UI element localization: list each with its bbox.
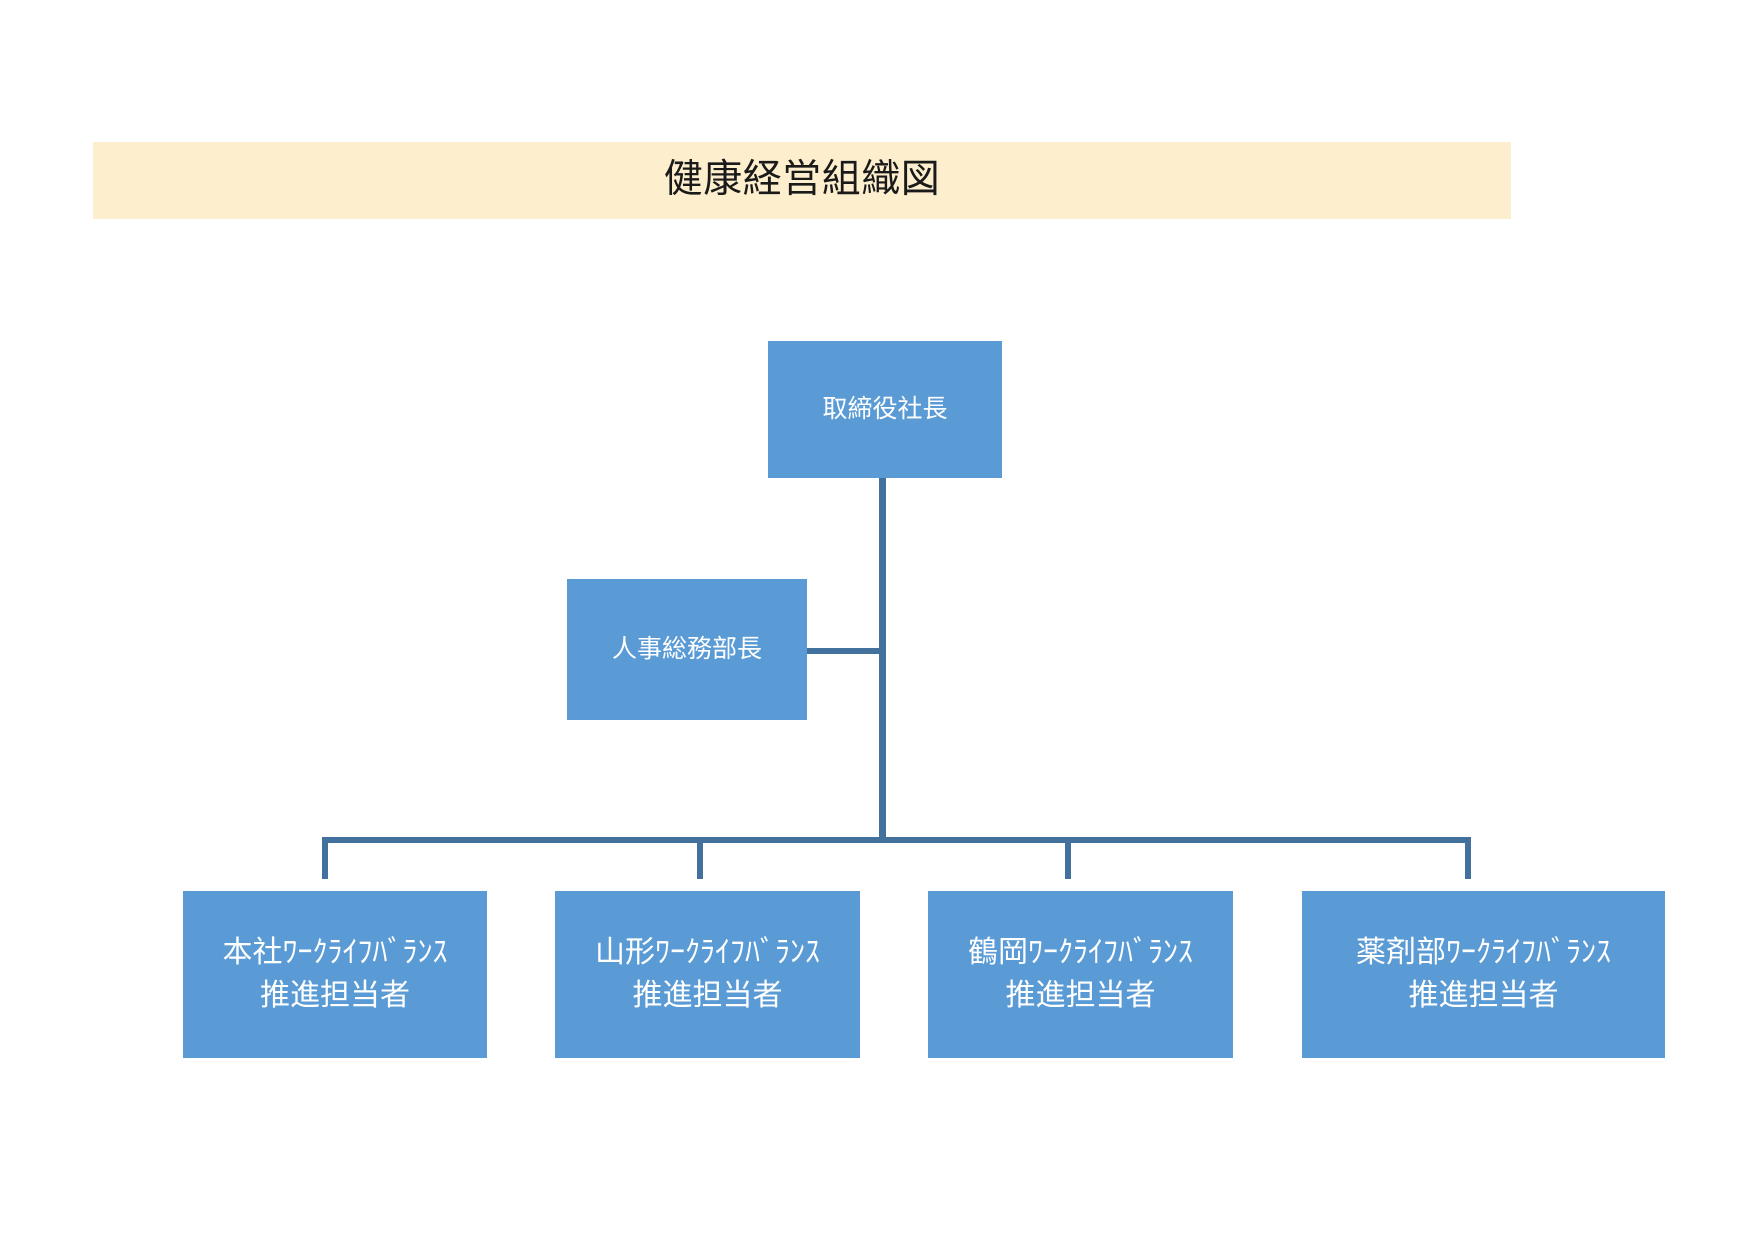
connector-drop-leaf-2: [1065, 837, 1071, 879]
org-node-yamagata-wlb: 山形ﾜｰｸﾗｲﾌﾊﾞﾗﾝｽ 推進担当者: [555, 891, 860, 1058]
connector-bus-horizontal: [322, 837, 1471, 843]
connector-drop-leaf-3: [1465, 837, 1471, 879]
connector-hr-stub-horizontal: [807, 648, 883, 654]
org-node-hr-manager-label: 人事総務部長: [611, 635, 762, 664]
org-node-tsuruoka-wlb: 鶴岡ﾜｰｸﾗｲﾌﾊﾞﾗﾝｽ 推進担当者: [928, 891, 1233, 1058]
connector-drop-leaf-1: [697, 837, 703, 879]
org-node-honsha-wlb: 本社ﾜｰｸﾗｲﾌﾊﾞﾗﾝｽ 推進担当者: [183, 891, 487, 1058]
org-node-president: 取締役社長: [768, 341, 1002, 478]
page-title: 健康経営組織図: [663, 158, 941, 202]
org-node-tsuruoka-wlb-label: 鶴岡ﾜｰｸﾗｲﾌﾊﾞﾗﾝｽ 推進担当者: [968, 935, 1193, 1012]
org-node-president-label: 取締役社長: [822, 395, 948, 424]
org-node-yakuzaibu-wlb: 薬剤部ﾜｰｸﾗｲﾌﾊﾞﾗﾝｽ 推進担当者: [1302, 891, 1665, 1058]
org-node-yamagata-wlb-label: 山形ﾜｰｸﾗｲﾌﾊﾞﾗﾝｽ 推進担当者: [595, 935, 820, 1012]
connector-trunk-vertical: [879, 478, 886, 842]
title-banner: 健康経営組織図: [93, 142, 1511, 219]
org-node-yakuzaibu-wlb-label: 薬剤部ﾜｰｸﾗｲﾌﾊﾞﾗﾝｽ 推進担当者: [1356, 935, 1611, 1012]
org-node-honsha-wlb-label: 本社ﾜｰｸﾗｲﾌﾊﾞﾗﾝｽ 推進担当者: [222, 935, 448, 1012]
connector-drop-leaf-0: [322, 837, 328, 879]
org-node-hr-manager: 人事総務部長: [567, 579, 807, 720]
